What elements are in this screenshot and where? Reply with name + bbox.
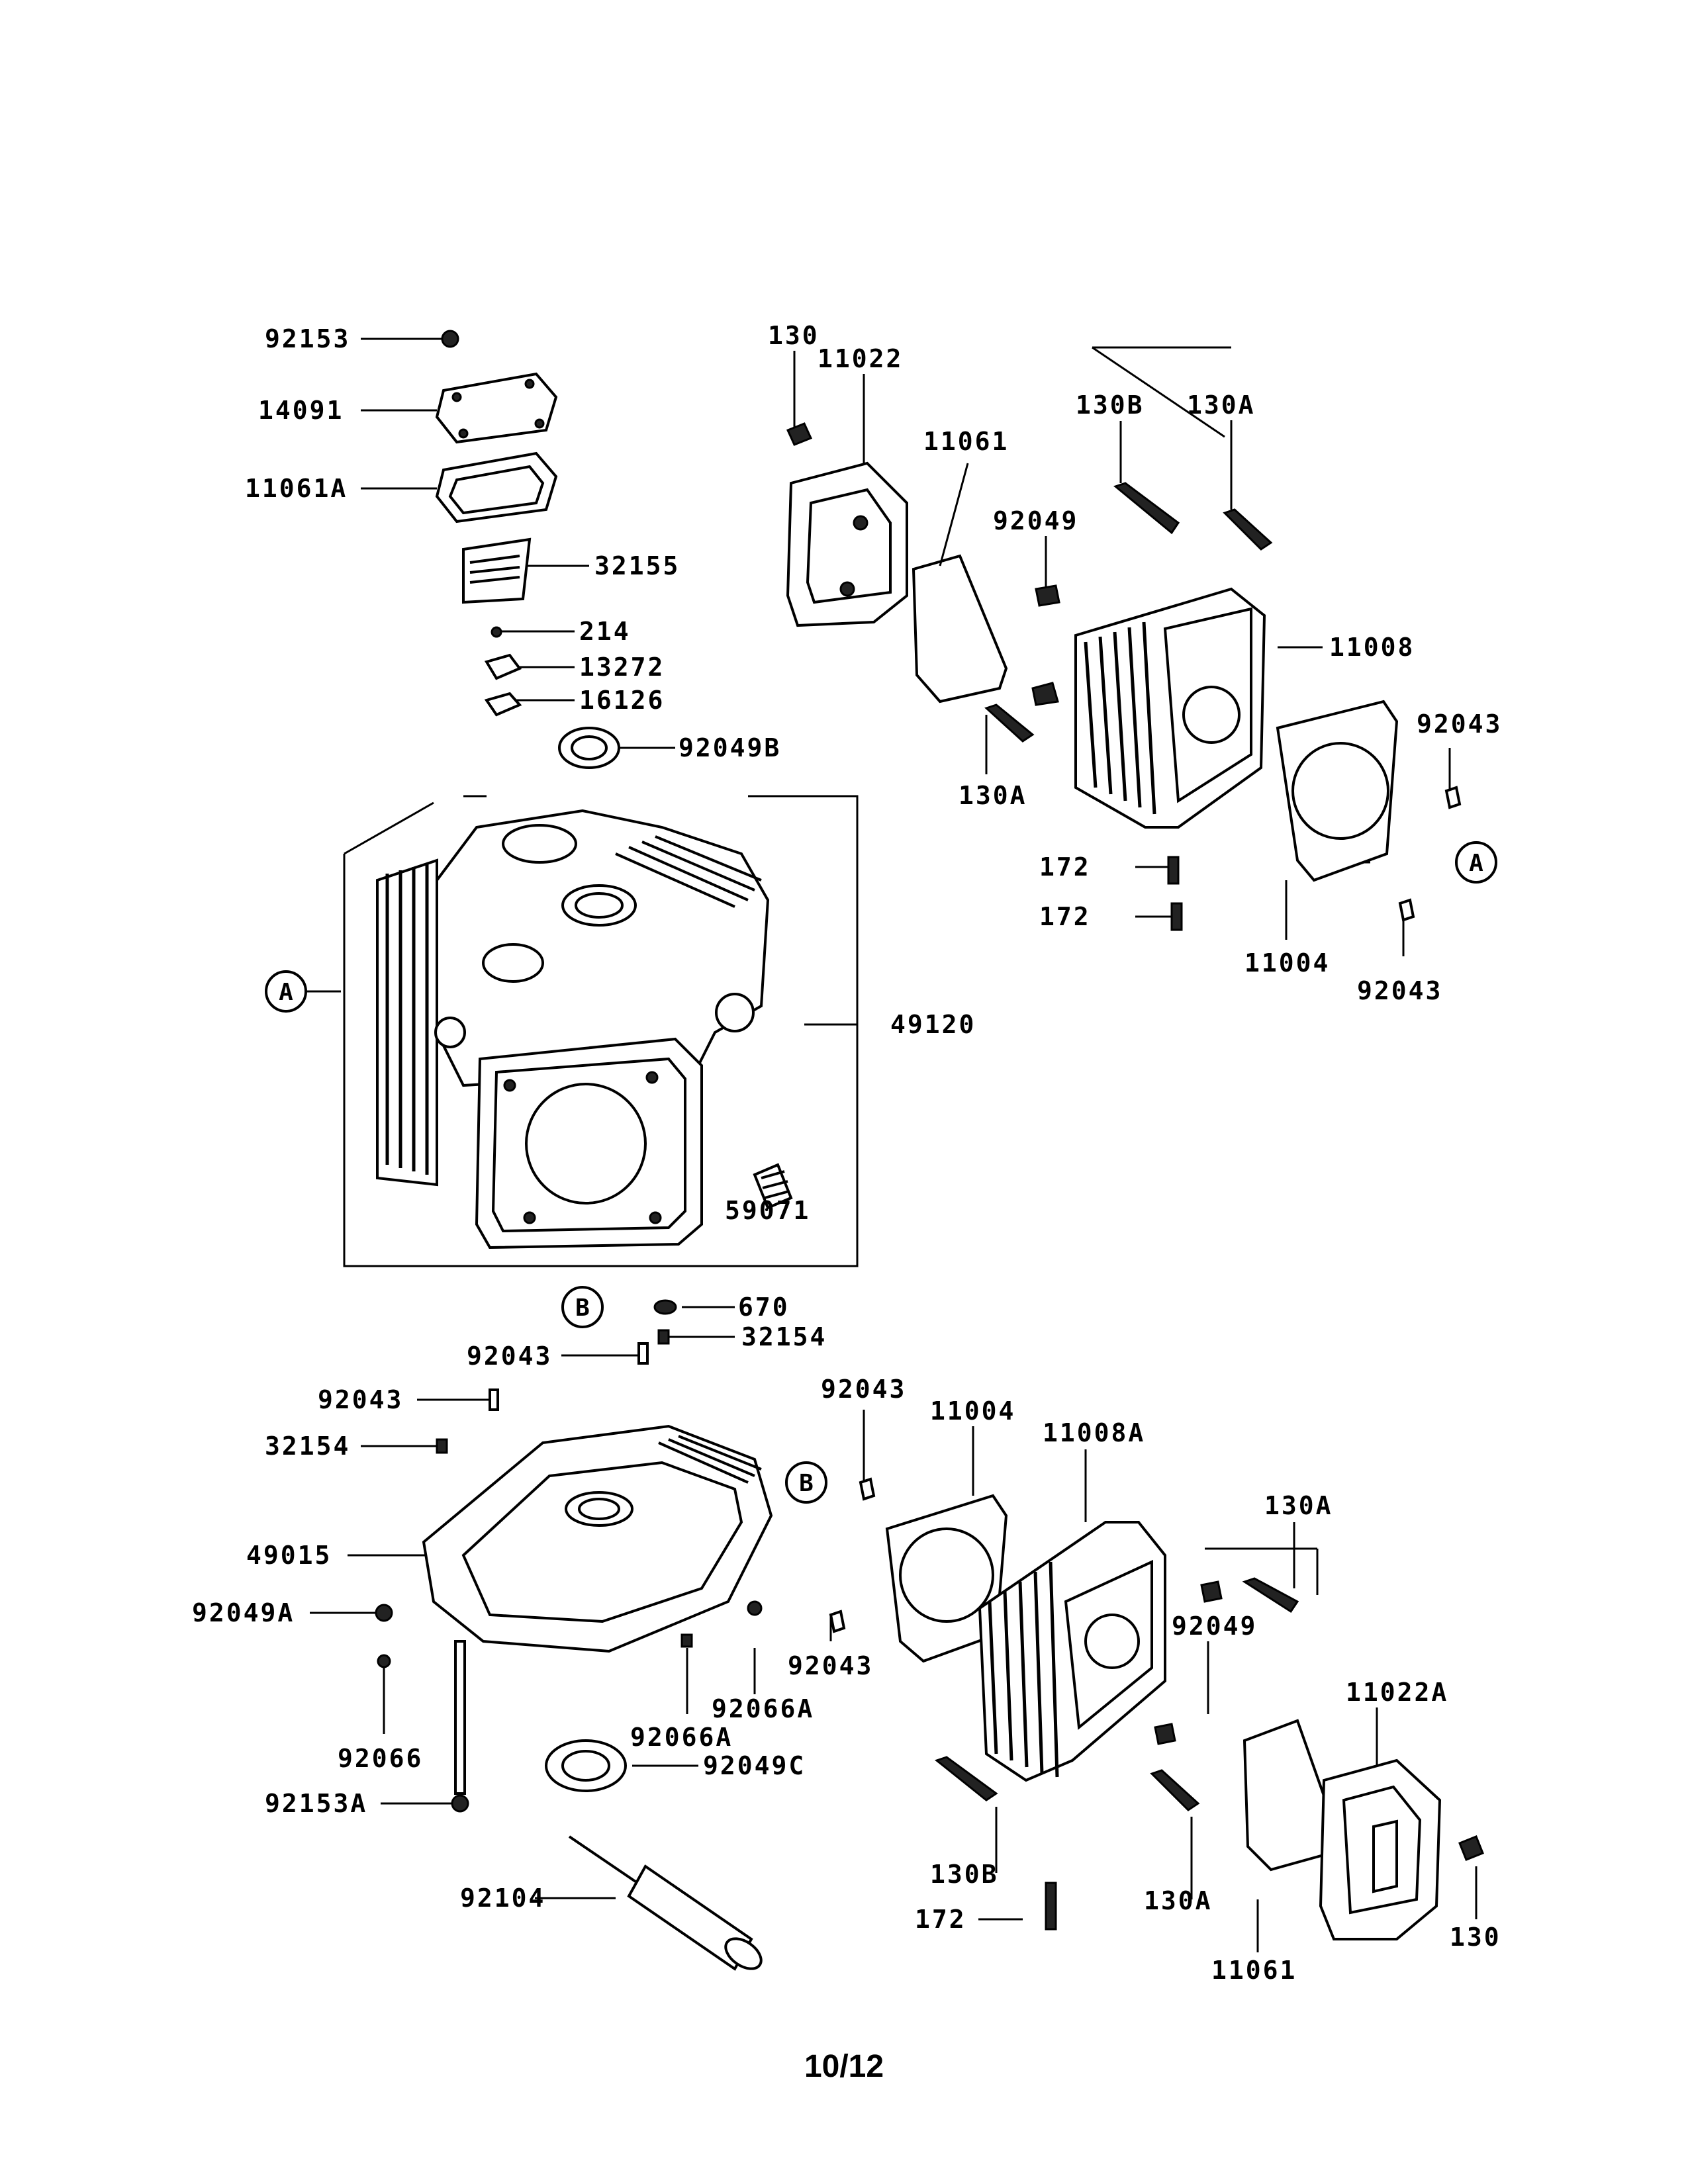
label-92049A: 92049A: [192, 1598, 295, 1627]
callout-a-right: A: [1455, 841, 1497, 884]
label-670: 670: [738, 1293, 790, 1322]
label-92066A-a: 92066A: [712, 1694, 814, 1723]
label-92043-c2: 92043: [318, 1385, 403, 1414]
label-14091: 14091: [258, 396, 344, 425]
label-11061A: 11061A: [245, 474, 348, 503]
leader-lines: [286, 338, 1477, 1952]
label-11022: 11022: [818, 344, 903, 373]
label-92043-b1: 92043: [821, 1375, 906, 1404]
label-32155: 32155: [594, 551, 680, 580]
svg-text:A: A: [1469, 850, 1483, 877]
label-92043-c1: 92043: [467, 1342, 552, 1371]
label-92049-bot: 92049: [1172, 1612, 1257, 1641]
label-172-a: 172: [1039, 852, 1091, 882]
upper-left-small-parts: [435, 330, 620, 769]
label-92066A-b: 92066A: [630, 1723, 733, 1752]
label-32154-l: 32154: [265, 1432, 350, 1461]
label-130B-bot: 130B: [930, 1860, 999, 1889]
label-92153A: 92153A: [265, 1789, 367, 1818]
label-49120: 49120: [890, 1010, 976, 1039]
label-92049C: 92049C: [703, 1751, 806, 1780]
label-11061-bot: 11061: [1211, 1956, 1297, 1985]
label-92049-top: 92049: [993, 506, 1078, 535]
label-130A-top: 130A: [1187, 390, 1256, 420]
label-92153: 92153: [265, 324, 350, 353]
upper-right-cylinder-head: [786, 422, 1462, 931]
label-130-bot: 130: [1450, 1923, 1501, 1952]
crankcase-assembly: [376, 809, 793, 1315]
label-59071: 59071: [725, 1196, 810, 1225]
callout-b-right: B: [785, 1461, 827, 1504]
label-32154-c: 32154: [741, 1322, 827, 1351]
label-11022A: 11022A: [1346, 1678, 1448, 1707]
label-92043-r2: 92043: [1357, 976, 1442, 1005]
page-number: 10/12: [804, 2049, 884, 2084]
lower-right-cylinder-head: [829, 1477, 1484, 1940]
label-130-top: 130: [768, 321, 820, 350]
label-11008A: 11008A: [1043, 1418, 1145, 1447]
part-labels: 92153 14091 11061A 32155 214 13272 16126…: [192, 321, 1502, 1985]
label-11008: 11008: [1329, 633, 1415, 662]
label-130A-mid: 130A: [959, 781, 1027, 810]
label-13272: 13272: [579, 653, 665, 682]
callout-a-left: A: [265, 970, 307, 1013]
label-92049B: 92049B: [679, 733, 781, 762]
label-92043-b2: 92043: [788, 1651, 873, 1680]
svg-text:B: B: [799, 1470, 814, 1497]
label-49015: 49015: [246, 1541, 332, 1570]
label-11004-bot: 11004: [930, 1396, 1015, 1426]
label-11004-top: 11004: [1244, 948, 1330, 978]
label-214: 214: [579, 617, 631, 646]
label-130A-bot: 130A: [1144, 1886, 1213, 1915]
lower-crankcase: [375, 1329, 773, 1971]
label-92066: 92066: [338, 1744, 423, 1773]
label-92104: 92104: [460, 1884, 545, 1913]
label-172-bot: 172: [915, 1905, 966, 1934]
callout-b-left: B: [561, 1286, 604, 1328]
svg-text:B: B: [575, 1295, 590, 1322]
label-92043-r1: 92043: [1417, 709, 1502, 739]
label-130A-br: 130A: [1264, 1491, 1333, 1520]
label-11061-top: 11061: [923, 427, 1009, 456]
label-130B-top: 130B: [1076, 390, 1145, 420]
svg-text:A: A: [279, 979, 293, 1006]
label-16126: 16126: [579, 686, 665, 715]
label-172-b: 172: [1039, 902, 1091, 931]
